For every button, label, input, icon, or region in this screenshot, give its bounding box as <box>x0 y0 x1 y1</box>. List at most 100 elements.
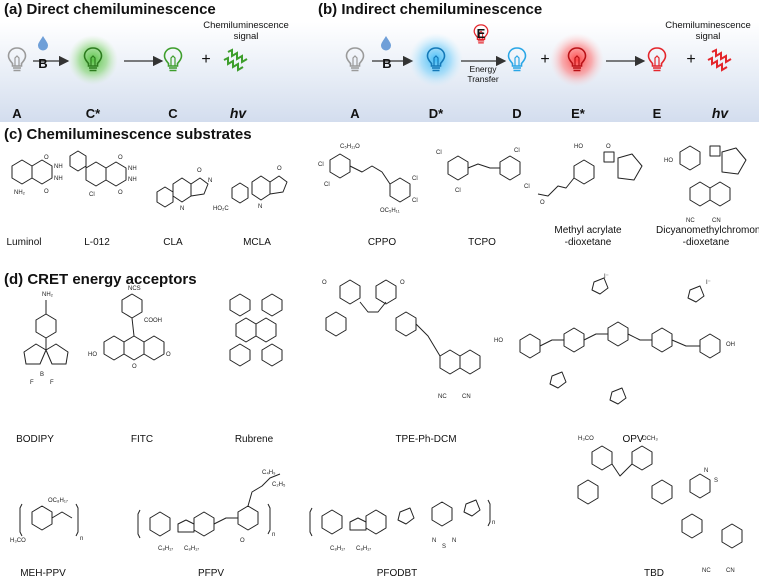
plus-sign: + <box>201 51 211 68</box>
svg-text:NCS: NCS <box>128 286 141 292</box>
label-c-star: C* <box>85 106 101 121</box>
label-e: E <box>652 106 662 121</box>
hv-label: hv <box>229 105 247 121</box>
svg-text:C₈H₁₇: C₈H₁₇ <box>356 546 371 552</box>
substrate-label: CPPO <box>367 237 397 248</box>
svg-text:N: N <box>704 468 708 474</box>
substrate-label: CLA <box>163 237 183 248</box>
svg-text:C₄H₉: C₄H₉ <box>262 470 276 476</box>
svg-text:NH₂: NH₂ <box>42 292 54 298</box>
structure-rubrene <box>229 293 283 367</box>
svg-text:CN: CN <box>712 218 721 224</box>
svg-text:HO: HO <box>664 158 673 164</box>
svg-text:C₈H₁₇: C₈H₁₇ <box>330 546 345 552</box>
bulb-icon <box>7 47 27 72</box>
structure-mcla <box>231 175 288 204</box>
label-c: C <box>168 106 178 121</box>
svg-text:I⁻: I⁻ <box>604 274 609 280</box>
light-wave-icon <box>223 48 248 72</box>
acceptor-label: BODIPY <box>16 434 54 445</box>
substrate-label: Luminol <box>6 237 42 248</box>
acceptor-label: TBD <box>644 568 664 579</box>
svg-text:Cl: Cl <box>436 150 442 156</box>
label-e-top: E <box>476 26 486 41</box>
svg-text:C₅H₁₁O: C₅H₁₁O <box>340 144 360 150</box>
plus-sign: + <box>686 51 696 68</box>
svg-text:CN: CN <box>726 568 735 574</box>
svg-text:NH: NH <box>54 164 63 170</box>
acceptor-label: PFODBT <box>376 568 418 579</box>
svg-text:O: O <box>118 190 123 196</box>
panel-d-title: (d) CRET energy acceptors <box>4 271 197 288</box>
substrate-label: MCLA <box>243 237 271 248</box>
energy-transfer-label: Energy Transfer <box>467 64 499 84</box>
structure-tpe-ph-dcm <box>325 279 481 375</box>
svg-text:O: O <box>197 168 202 174</box>
svg-text:COOH: COOH <box>144 318 162 324</box>
label-d-star: D* <box>428 106 444 121</box>
svg-text:Cl: Cl <box>318 162 324 168</box>
structure-tcpo <box>447 155 521 181</box>
panel-b-title: (b) Indirect chemiluminescence <box>318 1 543 18</box>
svg-text:Cl: Cl <box>524 184 530 190</box>
structure-opv <box>519 277 721 405</box>
svg-text:O: O <box>322 280 327 286</box>
svg-text:NH: NH <box>128 166 137 172</box>
substrate-label: Dicyanomethylchromone -dioxetane <box>656 225 759 248</box>
svg-text:OCH₃: OCH₃ <box>642 436 658 442</box>
svg-text:N: N <box>208 178 212 184</box>
svg-text:n: n <box>492 520 495 526</box>
svg-text:C₈H₁₇: C₈H₁₇ <box>184 546 199 552</box>
svg-text:HO: HO <box>88 352 97 358</box>
svg-text:B: B <box>40 372 44 378</box>
svg-text:O: O <box>400 280 405 286</box>
acceptor-label: PFPV <box>197 568 225 579</box>
label-a: A <box>12 106 22 121</box>
label-d: D <box>512 106 522 121</box>
structure-tbd <box>577 445 743 549</box>
water-drop-icon <box>38 36 48 51</box>
svg-text:CN: CN <box>462 394 471 400</box>
svg-text:O: O <box>240 538 245 544</box>
scheme-background <box>0 22 759 122</box>
svg-text:O: O <box>606 144 611 150</box>
label-a: A <box>350 106 360 121</box>
panel-c-title: (c) Chemiluminescence substrates <box>4 126 252 143</box>
svg-text:N: N <box>432 538 436 544</box>
svg-text:O: O <box>166 352 171 358</box>
svg-text:O: O <box>44 189 49 195</box>
acceptor-label: OPV <box>622 434 644 445</box>
acceptor-label: MEH-PPV <box>20 568 66 579</box>
svg-text:NC: NC <box>438 394 447 400</box>
svg-text:Cl: Cl <box>455 188 461 194</box>
signal-label: Chemiluminescence signal <box>203 20 289 42</box>
svg-text:Cl: Cl <box>412 198 418 204</box>
svg-text:C₈H₁₇: C₈H₁₇ <box>158 546 173 552</box>
svg-text:NC: NC <box>686 218 695 224</box>
svg-text:n: n <box>272 532 275 538</box>
svg-text:Cl: Cl <box>89 192 95 198</box>
svg-text:NH: NH <box>128 177 137 183</box>
substrate-label: Methyl acrylate -dioxetane <box>554 225 622 248</box>
structure-methyl-acrylate-dioxetane <box>537 151 643 197</box>
acceptor-label: Rubrene <box>234 434 274 445</box>
reaction-scheme <box>7 24 732 87</box>
structure-dicyanomethylchromone-dioxetane <box>679 145 747 207</box>
svg-text:O: O <box>118 155 123 161</box>
svg-text:NH: NH <box>54 176 63 182</box>
acceptor-label: FITC <box>130 434 154 445</box>
structure-l012 <box>69 150 127 187</box>
svg-text:N: N <box>180 206 184 212</box>
svg-text:O: O <box>277 166 282 172</box>
svg-text:Cl: Cl <box>514 148 520 154</box>
structure-meh-ppv <box>19 503 79 537</box>
svg-text:HO: HO <box>494 338 503 344</box>
svg-text:NC: NC <box>702 568 711 574</box>
structure-pfpv <box>137 473 281 539</box>
svg-text:O: O <box>44 155 49 161</box>
hv-label: hv <box>711 105 729 121</box>
svg-text:HO: HO <box>574 144 583 150</box>
svg-text:O: O <box>540 200 545 206</box>
structure-bodipy <box>23 300 69 365</box>
structure-cla <box>156 177 209 208</box>
